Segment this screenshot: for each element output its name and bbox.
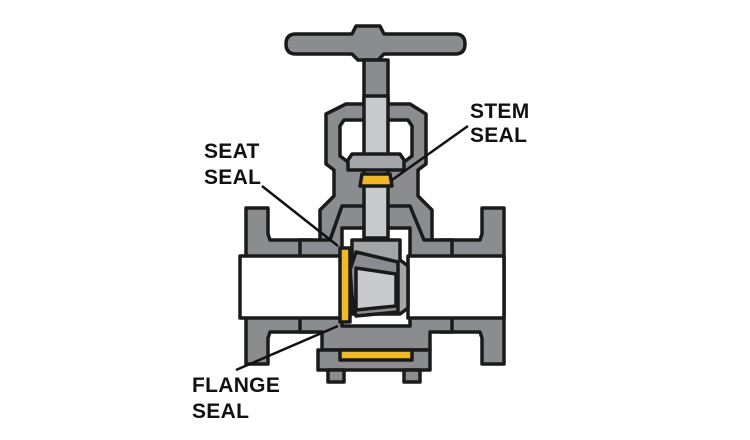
flange-seal-line1: FLANGE: [192, 374, 280, 397]
seat-seal-line1: SEAT: [204, 140, 260, 163]
stem-seal-line1: STEM: [470, 100, 530, 123]
seat-seal-leader: [261, 185, 339, 247]
bolt-left: [326, 368, 346, 384]
stem-seal: [358, 172, 394, 188]
flange-seal-label: FLANGE SEAL: [192, 374, 286, 423]
bolt-right: [402, 368, 422, 384]
pipe-bore-right: [406, 254, 506, 320]
disc-face: [354, 266, 398, 312]
gland-nut: [346, 152, 406, 172]
seat-seal-line2: SEAL: [204, 166, 261, 189]
flange-seal-line2: SEAL: [192, 400, 249, 423]
pipe-bore-left: [238, 254, 346, 320]
handwheel[interactable]: [284, 24, 467, 62]
flange-seal-leader: [235, 324, 339, 372]
seat-seal: [338, 246, 352, 324]
flange-seal: [338, 348, 414, 362]
seat-seal-label: SEAT SEAL: [204, 140, 266, 189]
stem-seal-line2: SEAL: [470, 124, 527, 147]
stem-seal-label: STEM SEAL: [470, 100, 536, 147]
stem-seal-leader: [391, 124, 469, 182]
